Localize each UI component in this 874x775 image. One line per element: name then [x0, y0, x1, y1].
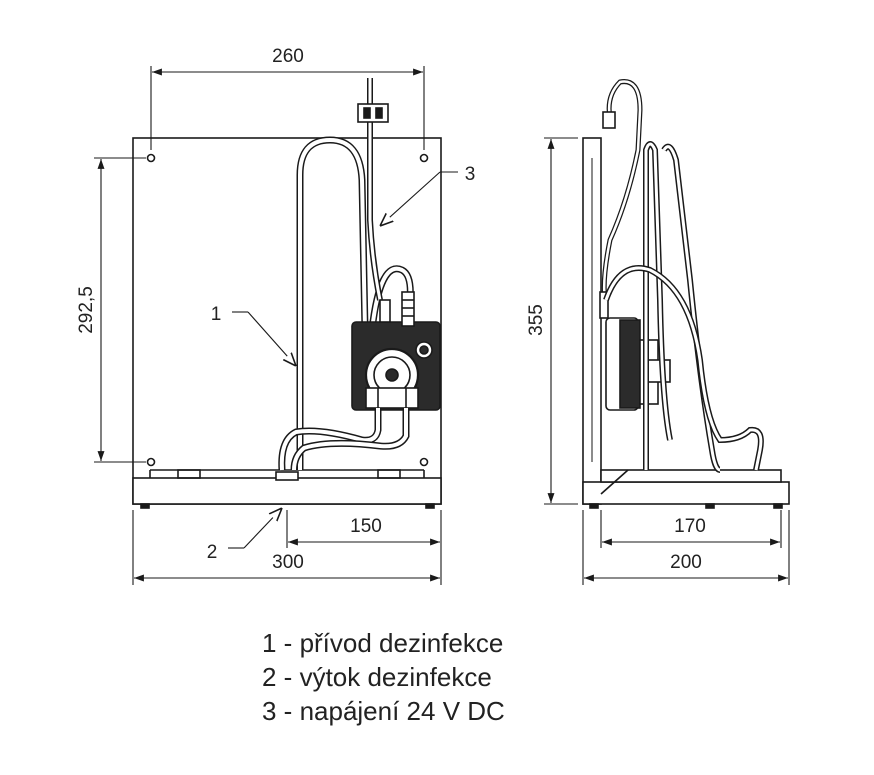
mounting-hole — [419, 153, 429, 163]
dim-front-top-width: 260 — [272, 46, 304, 67]
mounting-hole — [146, 457, 156, 467]
legend-item-1: 1 - přívod dezinfekce — [262, 628, 504, 658]
side-dimensions — [544, 137, 790, 585]
legend-item-3: 3 - napájení 24 V DC — [262, 696, 505, 726]
side-base — [582, 481, 790, 505]
mounting-hole — [419, 457, 429, 467]
dim-front-total-width: 300 — [272, 552, 304, 573]
legend: 1 - přívod dezinfekce 2 - výtok dezinfek… — [262, 626, 505, 728]
front-dimensions — [94, 66, 442, 585]
dim-front-bottom-half: 150 — [350, 516, 382, 537]
legend-item-2: 2 - výtok dezinfekce — [262, 662, 492, 692]
callout-lines — [228, 171, 458, 549]
dim-side-height: 355 — [526, 304, 547, 336]
callout-2: 2 — [207, 542, 218, 563]
callout-3: 3 — [465, 164, 476, 185]
dim-side-inner-depth: 170 — [674, 516, 706, 537]
side-view — [582, 79, 790, 509]
front-view — [132, 78, 442, 509]
front-base — [132, 477, 442, 505]
dim-side-total-depth: 200 — [670, 552, 702, 573]
callout-1: 1 — [211, 304, 222, 325]
dim-front-hole-height: 292,5 — [76, 286, 97, 334]
mounting-hole — [146, 153, 156, 163]
